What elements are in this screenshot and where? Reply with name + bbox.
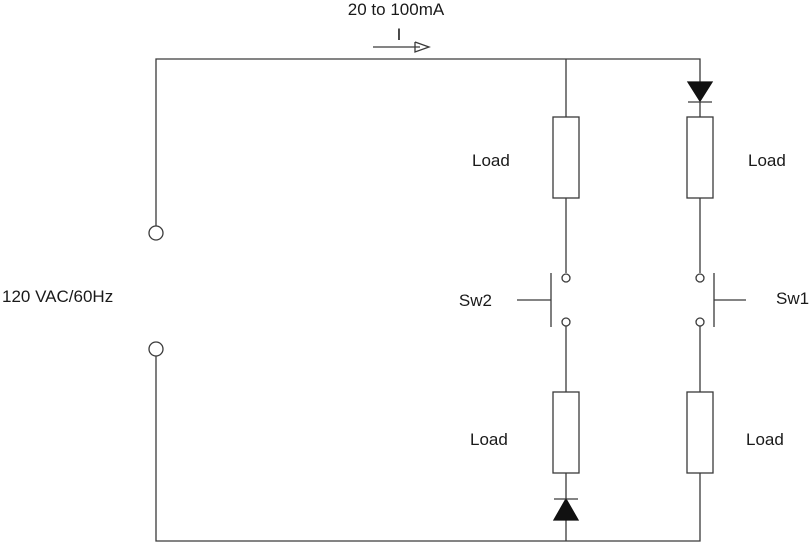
switch-right-label: Sw1	[776, 289, 809, 308]
switch-contact-bottom-left	[561, 317, 571, 327]
load-top-left-label: Load	[472, 151, 510, 170]
load-bottom-left-label: Load	[470, 430, 508, 449]
current-arrow	[373, 41, 431, 53]
source-label: 120 VAC/60Hz	[2, 287, 113, 306]
source-terminal-bottom	[148, 341, 164, 357]
load-top-right-label: Load	[748, 151, 786, 170]
bottom-wire	[155, 356, 701, 542]
switch-contact-top-left	[561, 273, 571, 283]
switch-contact-bottom-right	[695, 317, 705, 327]
switch-contact-top-right	[695, 273, 705, 283]
load-resistor-top-left	[552, 116, 580, 199]
source-terminal-top	[148, 225, 164, 241]
diode-top-right	[686, 81, 714, 103]
load-resistor-top-right	[686, 116, 714, 199]
top-wire	[155, 58, 701, 226]
current-symbol-label: I	[397, 25, 402, 44]
switch-left-label: Sw2	[459, 291, 492, 310]
load-bottom-right-label: Load	[746, 430, 784, 449]
diode-bottom-left	[552, 497, 580, 521]
load-resistor-bottom-left	[552, 391, 580, 474]
load-resistor-bottom-right	[686, 391, 714, 474]
current-range-label: 20 to 100mA	[348, 0, 445, 19]
